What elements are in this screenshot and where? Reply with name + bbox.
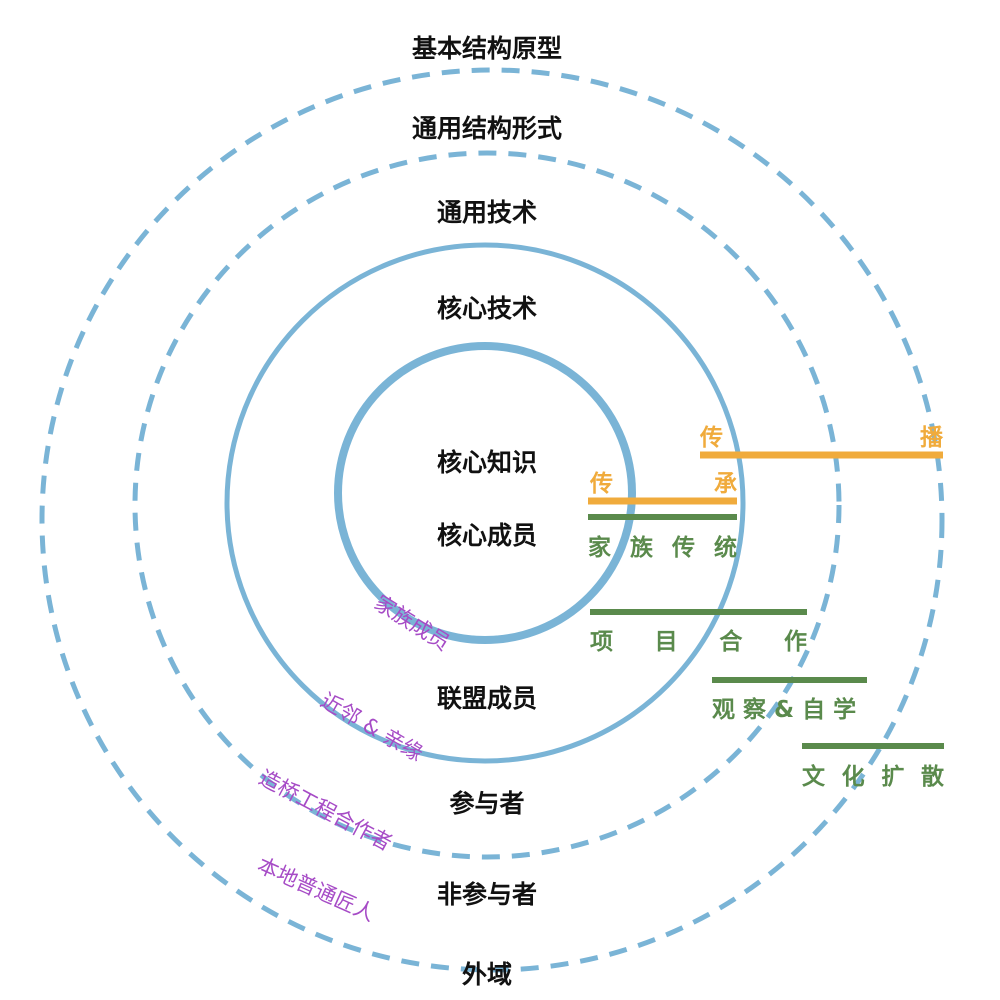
ring-general-form	[132, 150, 842, 860]
family-tradition-char: 族	[630, 535, 653, 561]
bar-inherit-left: 传	[590, 471, 613, 497]
bar-spread-label: 传 播	[700, 418, 943, 452]
bar-project-coop-label: 项 目 合 作	[590, 622, 807, 656]
label-core-tech: 核心技术	[436, 294, 538, 323]
culture-spread-char: 化	[841, 764, 865, 790]
project-coop-char: 合	[719, 629, 743, 655]
family-tradition-char: 家	[588, 535, 611, 561]
culture-spread-char: 散	[920, 764, 944, 790]
ring-core-knowledge	[334, 342, 636, 644]
project-coop-char: 目	[654, 629, 678, 655]
bar-spread-right: 播	[920, 425, 943, 451]
label-basic-prototype: 基本结构原型	[411, 34, 563, 63]
bar-spread-left: 传	[700, 425, 723, 451]
label-alliance-members: 联盟成员	[436, 684, 538, 713]
culture-spread-char: 文	[802, 764, 825, 790]
ring-core-tech	[224, 242, 746, 764]
culture-spread-char: 扩	[881, 764, 905, 790]
label-general-tech: 通用技术	[436, 198, 538, 227]
bar-family-tradition-label: 家 族 传 统	[588, 528, 737, 562]
bar-inherit-label: 传 承	[590, 464, 737, 498]
label-participants: 参与者	[449, 789, 525, 818]
project-coop-char: 项	[590, 629, 613, 655]
bar-inherit-right: 承	[714, 471, 737, 497]
family-tradition-char: 统	[714, 535, 737, 561]
label-core-knowledge: 核心知识	[436, 448, 538, 477]
outer-ring-basic-prototype	[39, 67, 945, 973]
label-outer-domain: 外域	[461, 960, 513, 989]
label-general-form: 通用结构形式	[411, 114, 563, 143]
bar-culture-spread-label: 文 化 扩 散	[802, 757, 944, 791]
label-non-participants: 非参与者	[436, 880, 538, 909]
project-coop-char: 作	[783, 629, 807, 655]
bar-observe-self-label: 观 察 & 自 学	[712, 697, 857, 723]
label-core-members: 核心成员	[436, 521, 538, 550]
family-tradition-char: 传	[672, 535, 695, 561]
